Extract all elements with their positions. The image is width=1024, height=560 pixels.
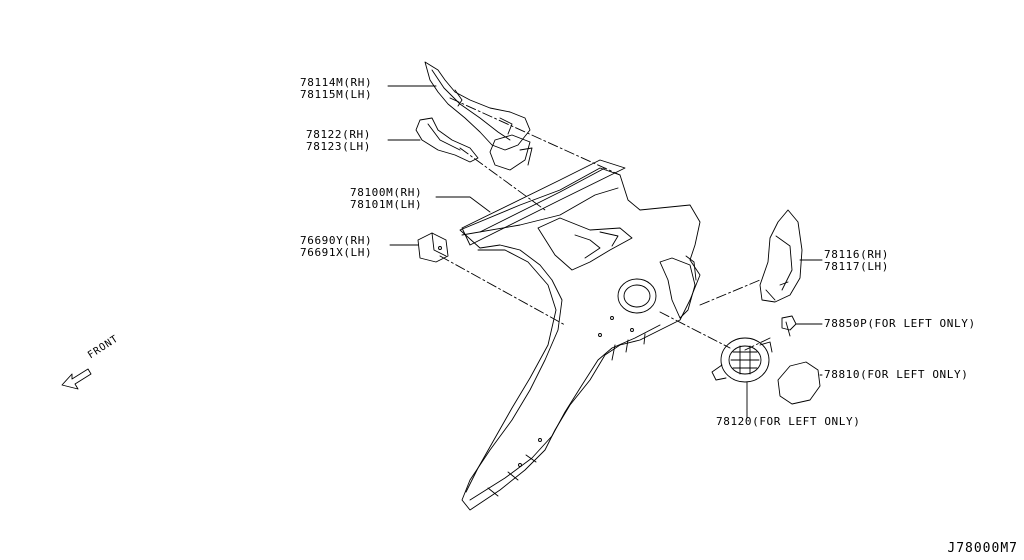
clip-part	[781, 315, 797, 337]
diagram-code: J78000M7	[947, 541, 1018, 556]
inner-reinforcement-part	[415, 117, 533, 171]
callout-78116: 78116(RH) 78117(LH)	[824, 249, 889, 273]
callout-78850p: 78850P(FOR LEFT ONLY)	[824, 318, 976, 330]
callout-78810: 78810(FOR LEFT ONLY)	[824, 369, 968, 381]
callout-line: 78122(RH)	[306, 128, 372, 141]
callout-line: 78100M(RH)	[350, 186, 423, 199]
rear-fender-panel	[459, 167, 701, 511]
callout-line: 78117(LH)	[824, 260, 890, 273]
leader-lines	[387, 85, 823, 419]
callout-76690y: 76690Y(RH) 76691X(LH)	[300, 235, 372, 259]
assembly-guide-lines	[439, 97, 771, 351]
callout-line: 76690Y(RH)	[300, 234, 373, 247]
callout-78120: 78120(FOR LEFT ONLY)	[716, 416, 860, 428]
callout-line: 78850P(FOR LEFT ONLY)	[824, 317, 976, 330]
callout-line: 78120(FOR LEFT ONLY)	[716, 415, 861, 428]
callout-line: 78116(RH)	[824, 248, 890, 261]
callout-78114m: 78114M(RH) 78115M(LH)	[300, 77, 372, 101]
callout-line: 78101M(LH)	[350, 198, 423, 211]
callout-line: 78114M(RH)	[300, 76, 373, 89]
callout-line: 76691X(LH)	[300, 246, 373, 259]
bracket-part	[417, 232, 449, 263]
front-arrow-icon	[61, 368, 92, 390]
fuel-filler-base-part	[711, 337, 773, 383]
callout-line: 78810(FOR LEFT ONLY)	[824, 368, 969, 381]
panel-strip-part	[461, 159, 626, 246]
callout-line: 78123(LH)	[306, 140, 372, 153]
callout-78100m: 78100M(RH) 78101M(LH)	[350, 187, 422, 211]
rear-panel-part	[759, 209, 803, 303]
upper-reinforcement-part	[424, 61, 531, 151]
callout-line: 78115M(LH)	[300, 88, 373, 101]
callout-78122: 78122(RH) 78123(LH)	[306, 129, 371, 153]
fuel-filler-lid-part	[777, 361, 821, 405]
